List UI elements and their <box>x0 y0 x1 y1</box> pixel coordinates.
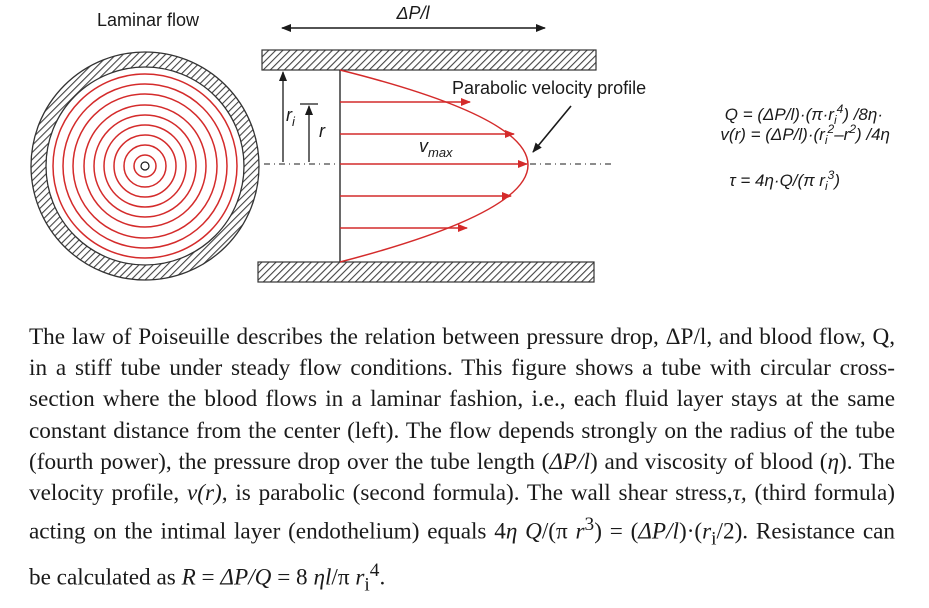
laminar-flow-label: Laminar flow <box>97 10 200 30</box>
vmax-label: vmax <box>419 136 453 160</box>
laminar-layers <box>52 73 238 259</box>
velocity-arrows <box>340 98 528 232</box>
formula-flow: Q = (ΔP/l)·(π·ri4) /8η· <box>725 102 883 127</box>
pressure-drop-label: ΔP/l <box>395 3 430 23</box>
formula-velocity: v(r) = (ΔP/l)·(ri2–r2) /4η <box>720 122 890 147</box>
profile-label: Parabolic velocity profile <box>452 78 646 98</box>
caption-paragraph: The law of Poiseuille describes the rela… <box>29 324 895 596</box>
figure-caption: The law of Poiseuille describes the rela… <box>29 322 895 600</box>
tube-wall-top <box>261 49 597 71</box>
tube-wall-bottom <box>257 261 595 283</box>
poiseuille-diagram: Laminar flow ΔP/l vmax ri r Parabolic ve… <box>30 3 890 283</box>
tube-cross-section <box>30 51 260 281</box>
formula-shear-stress: τ = 4η·Q/(π ri3) <box>729 168 840 193</box>
inner-radius-label: r <box>319 121 326 141</box>
parabolic-profile-curve <box>339 69 529 263</box>
formulas: Q = (ΔP/l)·(π·ri4) /8η· v(r) = (ΔP/l)·(r… <box>720 102 890 193</box>
outer-radius-label: ri <box>286 105 296 129</box>
profile-callout-arrow <box>532 105 572 153</box>
